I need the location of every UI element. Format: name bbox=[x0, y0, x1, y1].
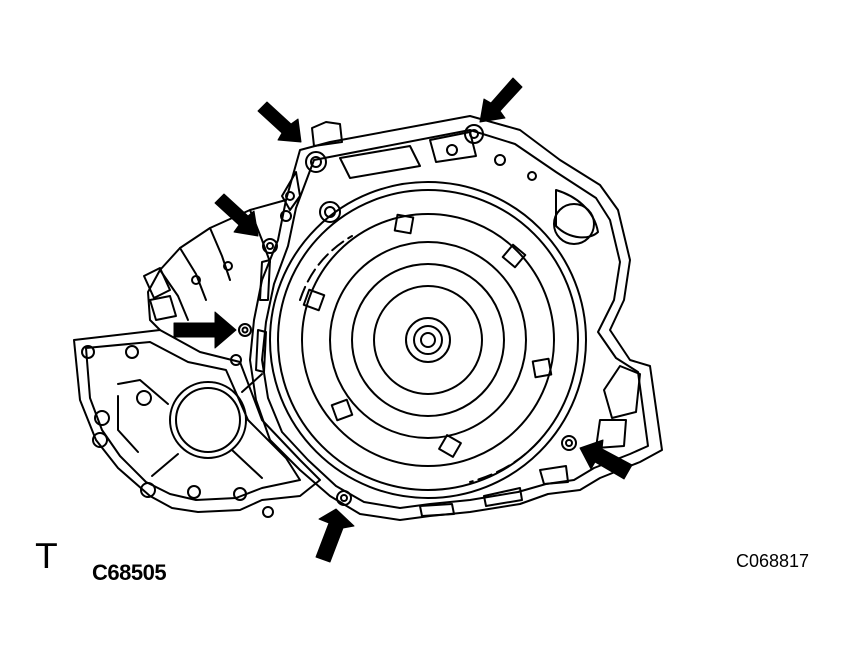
arrow-top-right-icon bbox=[479, 77, 523, 123]
left-flange-plate bbox=[73, 329, 321, 518]
arrow-upper-left-icon bbox=[214, 193, 259, 237]
arrow-lower-right-icon bbox=[579, 439, 633, 480]
arrow-top-left-icon bbox=[257, 101, 302, 143]
bolt-hole-top-left bbox=[305, 151, 327, 173]
view-marker-label: T bbox=[36, 537, 57, 577]
bolt-hole-top-right bbox=[464, 124, 484, 144]
torque-converter bbox=[269, 181, 587, 499]
part-code-label: C68505 bbox=[92, 560, 167, 585]
callout-arrows bbox=[173, 77, 633, 563]
bolt-hole-upper-left bbox=[262, 238, 278, 254]
bolt-holes bbox=[238, 124, 577, 506]
bolt-hole-bottom bbox=[336, 490, 352, 506]
figure-reference-label: C068817 bbox=[736, 551, 810, 571]
bolt-hole-lower-right bbox=[561, 435, 577, 451]
arrow-bottom-icon bbox=[315, 508, 355, 563]
transaxle-housing bbox=[143, 115, 663, 521]
bolt-hole-mid-left bbox=[238, 323, 252, 337]
arrow-mid-left-icon bbox=[173, 311, 237, 349]
